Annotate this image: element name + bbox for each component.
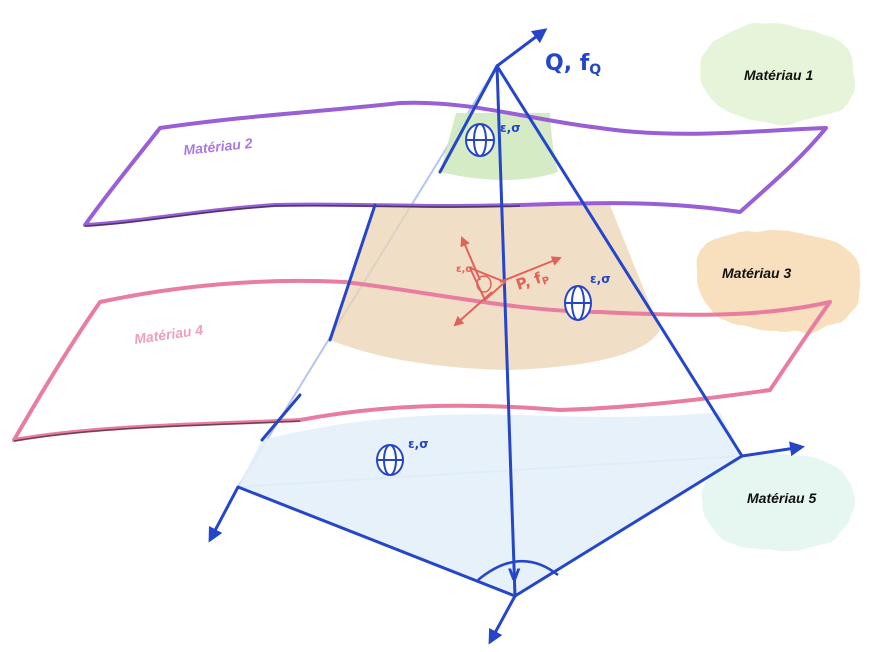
materiau-5-label: Matériau 5 bbox=[747, 490, 816, 506]
materiau-1-label: Matériau 1 bbox=[744, 67, 813, 83]
material-4-sheet bbox=[12, 278, 832, 442]
eps-sigma-label: ε,σ bbox=[590, 272, 611, 286]
axis-arrows bbox=[208, 28, 805, 645]
solid-angle-arc bbox=[477, 560, 559, 581]
q-fq-label: Q, fQ bbox=[545, 51, 601, 78]
eps-sigma-label: ε,σ bbox=[408, 437, 429, 451]
sphere-icon bbox=[564, 285, 592, 321]
material-blob-5 bbox=[702, 454, 854, 551]
sphere-icon bbox=[465, 123, 495, 157]
point-p-vectors bbox=[453, 236, 562, 327]
materiau-4-label: Matériau 4 bbox=[133, 321, 204, 347]
material-blob-1 bbox=[700, 24, 855, 123]
materiau-2-label: Matériau 2 bbox=[183, 135, 254, 158]
eps-sigma-label: ε,σ bbox=[500, 121, 521, 135]
materiau-3-label: Matériau 3 bbox=[722, 265, 791, 281]
material-2-sheet bbox=[83, 100, 828, 227]
eps-sigma-label-red: ε,σ bbox=[456, 264, 473, 275]
cone-section-blue bbox=[238, 412, 742, 596]
material-blob-3 bbox=[695, 230, 861, 332]
solid-angle-label: V bbox=[508, 565, 521, 584]
pyramid-front-edges bbox=[236, 64, 744, 598]
small-sphere-icon bbox=[476, 275, 492, 293]
sphere-icon bbox=[376, 444, 404, 476]
cone-section-tan bbox=[330, 205, 660, 370]
